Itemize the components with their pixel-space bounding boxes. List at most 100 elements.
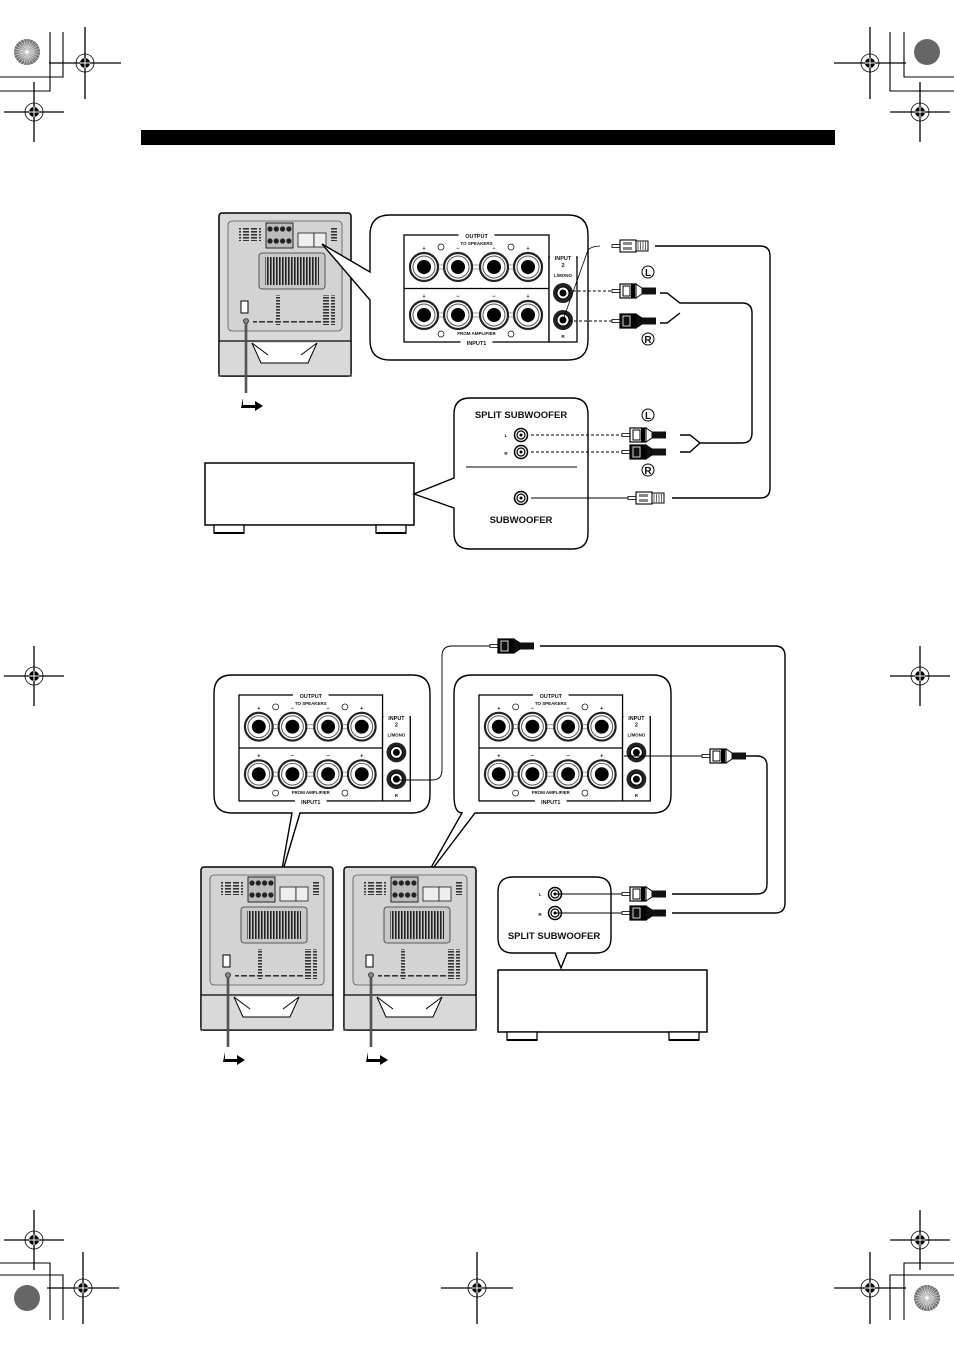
polarity-label: − bbox=[327, 753, 330, 759]
input2-mono-label: L/MONO bbox=[554, 273, 572, 278]
plug-r-to-split bbox=[621, 905, 666, 921]
polarity-label: + bbox=[360, 753, 363, 759]
polarity-label: − bbox=[492, 246, 495, 252]
receiver-jack-callout: SPLIT SUBWOOFER L R SUBWOOFER bbox=[412, 397, 589, 550]
registration-target-icon bbox=[4, 646, 64, 706]
input2-r-label: R bbox=[561, 334, 565, 339]
polarity-label: + bbox=[600, 706, 603, 712]
left-subwoofer-rear-view bbox=[200, 866, 334, 1065]
speaker-binding-post[interactable] bbox=[346, 711, 377, 742]
speaker-binding-post[interactable] bbox=[243, 759, 274, 790]
input1-label: INPUT1 bbox=[467, 341, 487, 347]
plug-l-to-input2 bbox=[611, 283, 656, 299]
subwoofer-cabinet bbox=[200, 866, 334, 1065]
crop-mark bbox=[889, 32, 954, 92]
subwoofer-rear-view bbox=[218, 212, 352, 411]
speaker-binding-post[interactable] bbox=[478, 251, 510, 283]
channel-mark-icon bbox=[437, 330, 445, 338]
input2-mono-label: L/MONO bbox=[628, 733, 646, 738]
input2-l-mono-jack[interactable] bbox=[626, 742, 647, 763]
speaker-binding-post[interactable] bbox=[408, 251, 440, 283]
from-amplifier-label: FROM AMPLIFIER bbox=[292, 790, 331, 795]
output-label: OUTPUT bbox=[540, 694, 563, 700]
polarity-label: + bbox=[257, 753, 260, 759]
crop-mark bbox=[0, 32, 51, 92]
input1-label: INPUT1 bbox=[301, 800, 320, 806]
channel-mark-icon bbox=[507, 330, 515, 338]
cables-2 bbox=[395, 645, 786, 914]
polarity-label: − bbox=[456, 246, 459, 252]
crop-mark bbox=[0, 32, 64, 78]
cables bbox=[531, 245, 771, 499]
speaker-binding-post[interactable] bbox=[346, 759, 377, 790]
polarity-label: + bbox=[526, 294, 529, 300]
plug-l-label: L bbox=[645, 268, 651, 279]
speaker-binding-post[interactable] bbox=[483, 711, 514, 742]
color-patch-icon bbox=[914, 39, 940, 65]
input2-r-jack[interactable] bbox=[386, 769, 407, 790]
speaker-binding-post[interactable] bbox=[586, 759, 617, 790]
rca-plugs-2 bbox=[489, 638, 746, 921]
speaker-binding-post[interactable] bbox=[277, 759, 308, 790]
speaker-binding-post[interactable] bbox=[553, 759, 584, 790]
plug-l-label-2: L bbox=[645, 411, 651, 422]
power-switch[interactable] bbox=[222, 954, 231, 968]
speaker-binding-post[interactable] bbox=[478, 299, 510, 331]
channel-mark-icon bbox=[507, 243, 515, 251]
jack-l-label: L bbox=[539, 892, 542, 897]
speaker-binding-post[interactable] bbox=[553, 711, 584, 742]
split-r-jack[interactable] bbox=[513, 444, 529, 460]
registration-target-icon bbox=[4, 82, 64, 142]
input2-number: 2 bbox=[561, 263, 564, 269]
input2-l-mono-jack[interactable] bbox=[553, 283, 573, 303]
input2-l-mono-jack[interactable] bbox=[386, 742, 407, 763]
arrow-to-outlet-icon bbox=[241, 398, 263, 411]
speaker-binding-post[interactable] bbox=[512, 251, 544, 283]
speaker-binding-post[interactable] bbox=[442, 299, 474, 331]
speaker-binding-post[interactable] bbox=[313, 759, 344, 790]
registration-target-icon bbox=[441, 1252, 513, 1324]
arrow-to-outlet-icon bbox=[223, 1052, 245, 1065]
input2-label: INPUT bbox=[555, 256, 572, 262]
input2-number: 2 bbox=[395, 723, 398, 729]
input1-label: INPUT1 bbox=[541, 800, 560, 806]
speaker-binding-post[interactable] bbox=[517, 711, 548, 742]
subwoofer-out-jack[interactable] bbox=[513, 490, 529, 506]
speaker-binding-post[interactable] bbox=[512, 299, 544, 331]
speaker-binding-post[interactable] bbox=[277, 711, 308, 742]
input2-r-jack[interactable] bbox=[626, 769, 647, 790]
starburst-target-icon bbox=[14, 39, 40, 65]
channel-mark-icon bbox=[272, 789, 279, 797]
split-subwoofer-label: SPLIT SUBWOOFER bbox=[508, 931, 601, 942]
speaker-binding-post[interactable] bbox=[517, 759, 548, 790]
polarity-label: + bbox=[257, 706, 260, 712]
jack-r-label: R bbox=[538, 912, 542, 917]
speaker-binding-post[interactable] bbox=[442, 251, 474, 283]
speaker-binding-post[interactable] bbox=[408, 299, 440, 331]
av-receiver-2 bbox=[497, 969, 708, 1041]
power-switch[interactable] bbox=[240, 300, 249, 314]
power-switch[interactable] bbox=[365, 954, 374, 968]
registration-target-icon bbox=[890, 646, 950, 706]
starburst-target-icon bbox=[914, 1285, 940, 1311]
av-receiver bbox=[204, 462, 415, 534]
channel-mark-icon bbox=[512, 703, 519, 711]
crop-mark bbox=[0, 1274, 64, 1320]
channel-mark-icon bbox=[341, 703, 349, 711]
registration-target-icon bbox=[47, 1252, 119, 1324]
speaker-binding-post[interactable] bbox=[313, 711, 344, 742]
plug-r-label-2: R bbox=[644, 466, 652, 477]
speaker-binding-post[interactable] bbox=[586, 711, 617, 742]
polarity-label: + bbox=[422, 246, 425, 252]
polarity-label: − bbox=[291, 753, 294, 759]
input2-r-label: R bbox=[395, 793, 399, 798]
split-l-jack[interactable] bbox=[513, 427, 529, 443]
speaker-binding-post[interactable] bbox=[483, 759, 514, 790]
plug-l-to-split bbox=[621, 886, 666, 902]
speaker-binding-post[interactable] bbox=[243, 711, 274, 742]
polarity-label: − bbox=[531, 753, 534, 759]
